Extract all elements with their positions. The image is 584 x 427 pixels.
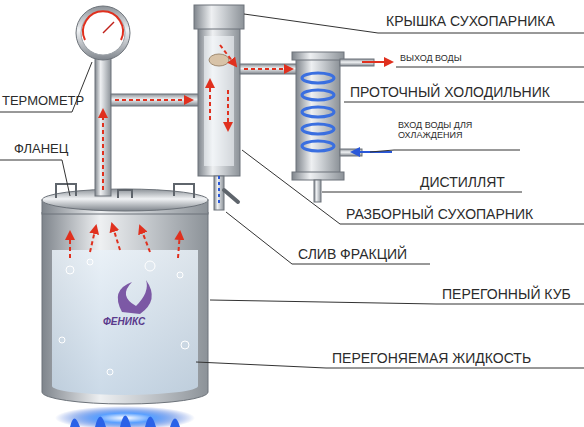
- vapour-flow: [244, 68, 292, 70]
- dry-steamer-cap: [194, 5, 244, 29]
- flame-tongue: [70, 419, 80, 427]
- leader-line: [322, 192, 522, 193]
- coil-turn: [302, 141, 334, 151]
- dial-needle: [103, 22, 114, 33]
- vapour-arrow: [90, 226, 96, 252]
- leader-line: [396, 67, 584, 68]
- part-label: СЛИВ ФРАКЦИЙ: [298, 246, 407, 262]
- bubble: [107, 369, 113, 375]
- cooler-pipe: [240, 64, 298, 74]
- bubble: [177, 272, 183, 278]
- boiler-lid: [42, 189, 208, 211]
- cooler-base: [292, 172, 344, 180]
- clamp-handle: [174, 184, 194, 198]
- part-label: ПЕРЕГОННЫЙ КУБ: [442, 286, 571, 302]
- vapour-pipe: [95, 58, 111, 196]
- boiler-body: [42, 212, 208, 404]
- part-label: ТЕРМОМЕТР: [2, 94, 84, 109]
- flame-tongue: [170, 419, 180, 427]
- bubble: [66, 266, 74, 274]
- leader-line: [0, 160, 70, 196]
- part-label: ПЕРЕГОНЯЕМАЯ ЖИДКОСТЬ: [332, 350, 531, 366]
- bubble: [181, 341, 189, 349]
- vapour-arrow: [140, 226, 150, 252]
- flame-tongue: [120, 416, 131, 427]
- vapour-flow: [115, 99, 192, 101]
- vapour-arrow: [220, 45, 236, 66]
- leader-line: [242, 150, 584, 224]
- leader-line: [370, 150, 520, 152]
- vapour-arrow: [178, 232, 180, 258]
- dry-steamer-glass: [204, 36, 234, 166]
- flame-tongue: [145, 417, 156, 427]
- logo-mark: [118, 280, 152, 314]
- thermometer-case: [76, 6, 130, 60]
- coil-turn: [302, 73, 334, 83]
- tap-handle: [224, 190, 238, 202]
- vapour-arrow: [69, 232, 71, 258]
- vapour-arrow: [227, 90, 229, 130]
- coil-turn: [302, 107, 334, 117]
- fraction-flow: [218, 176, 220, 204]
- bubbles: [59, 259, 189, 375]
- vapour-arrows: [70, 224, 180, 258]
- part-label: КРЫШКА СУХОПАРНИКА: [386, 13, 555, 29]
- vapour-arrow: [112, 224, 120, 250]
- cooler-body: [296, 56, 340, 176]
- coil-turn: [302, 124, 334, 134]
- cooling-coil: [302, 73, 334, 151]
- clamp-handle: [118, 190, 132, 198]
- thermometer-dial: [81, 11, 125, 55]
- coil-turn: [302, 90, 334, 100]
- leader-line: [244, 14, 584, 33]
- dry-steamer-filler: [209, 54, 229, 66]
- vapour-arrow: [209, 80, 211, 120]
- distillate-outlet: [314, 180, 321, 202]
- drain-tap: [214, 176, 224, 210]
- dial-scale: [83, 11, 123, 40]
- bubble: [59, 337, 65, 343]
- dry-steamer-body: [198, 28, 240, 176]
- part-label: ПРОТОЧНЫЙ ХОЛОДИЛЬНИК: [350, 84, 550, 100]
- flame-tongue: [95, 417, 106, 427]
- part-label: ВЫХОД ВОДЫ: [400, 53, 462, 63]
- liquid: [52, 250, 198, 395]
- bubble: [145, 261, 155, 271]
- leader-lines: [0, 14, 584, 368]
- part-label: ВХОД ВОДЫ ДЛЯ ОХЛАЖДЕНИЯ: [398, 120, 494, 141]
- leader-line: [344, 102, 584, 103]
- part-label: РАЗБОРНЫЙ СУХОПАРНИК: [346, 206, 533, 222]
- leader-line: [0, 62, 92, 112]
- bubble: [87, 259, 93, 265]
- logo-text: ФЕНИКС: [103, 316, 145, 328]
- lid-clamps: [56, 184, 194, 198]
- part-label: ФЛАНЕЦ: [14, 142, 68, 157]
- connecting-pipe: [111, 94, 201, 106]
- vapour-flow: [102, 110, 104, 190]
- burner-flame: [55, 406, 195, 427]
- cooler-cap: [292, 52, 344, 60]
- water-out-arrow: [362, 61, 392, 63]
- vapour-arrows: [210, 45, 236, 130]
- clamp-handle: [56, 184, 76, 198]
- flame-tongues: [70, 416, 180, 427]
- part-label: ДИСТИЛЛЯТ: [420, 174, 505, 190]
